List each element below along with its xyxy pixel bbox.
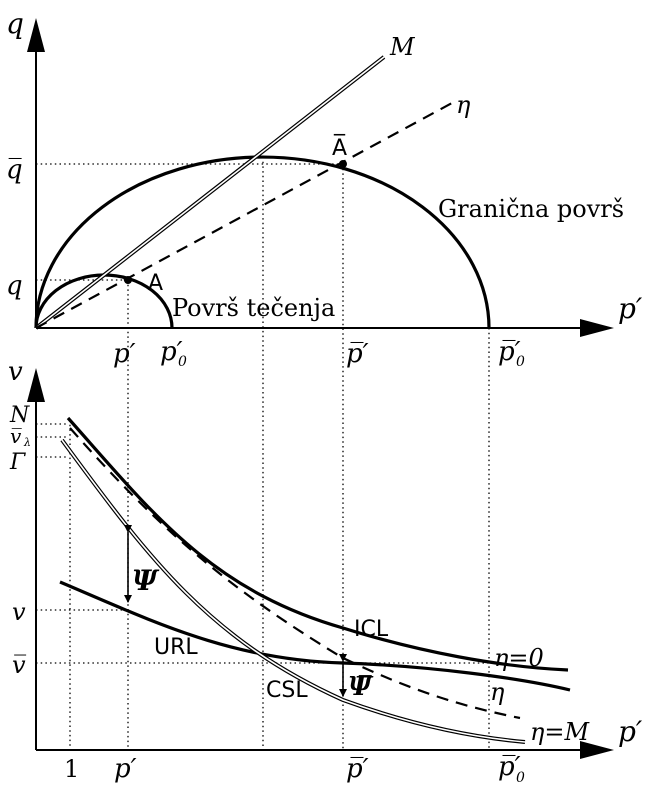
tick-p0-bar-top: p̅′ bbox=[498, 337, 521, 367]
eta-curve bbox=[69, 427, 521, 720]
icl-label: ICL bbox=[354, 617, 389, 642]
eta-label-bottom: η bbox=[490, 678, 505, 706]
icl-curve bbox=[66, 416, 569, 672]
psi-bar-label: Ψ̅ bbox=[348, 672, 374, 702]
boundary-surface-curve bbox=[34, 155, 491, 329]
bottom-v-axis-label: v bbox=[8, 357, 23, 387]
tick-v-lambda-sub: λ bbox=[23, 436, 31, 449]
yield-surface-label: Površ tečenja bbox=[172, 294, 335, 322]
tick-p0-bar-bottom: p̅′ bbox=[498, 752, 521, 782]
top-panel: q p′ M η A̅ A Granična površ Površ tečen… bbox=[6, 7, 643, 750]
tick-v: v bbox=[12, 598, 26, 626]
tick-p0-bar-bottom-sub: 0 bbox=[516, 770, 525, 786]
boundary-surface-label: Granična površ bbox=[438, 195, 624, 223]
eta-zero-label: η=0 bbox=[494, 644, 544, 672]
point-a-label: A bbox=[148, 271, 163, 296]
top-q-axis-label: q bbox=[6, 7, 24, 40]
tick-q-bar: q̅ bbox=[6, 155, 23, 185]
tick-p0-bar-top-sub: 0 bbox=[516, 354, 525, 370]
tick-p-bar-top: p̅′ bbox=[346, 339, 369, 369]
url-curve bbox=[59, 580, 571, 692]
tick-gamma: Γ bbox=[9, 450, 26, 475]
tick-v-lambda: v̅ bbox=[10, 424, 22, 448]
tick-p0-top: p′ bbox=[160, 337, 183, 367]
top-p-axis-label: p′ bbox=[618, 292, 643, 325]
top-q-axis-arrow bbox=[27, 18, 45, 52]
tick-p-bar-bottom: p̅′ bbox=[346, 754, 369, 784]
eta-m-label: η=M bbox=[530, 718, 590, 746]
tick-q: q bbox=[6, 271, 23, 301]
point-a-bar-label: A̅ bbox=[332, 134, 347, 161]
line-m-label: M bbox=[389, 33, 416, 61]
url-label: URL bbox=[154, 635, 198, 660]
top-p-axis-arrow bbox=[580, 319, 614, 337]
line-eta-label: η bbox=[456, 91, 471, 119]
csl-label: CSL bbox=[266, 678, 308, 703]
tick-n: N bbox=[9, 403, 30, 428]
bottom-v-axis-arrow bbox=[27, 368, 45, 402]
bottom-p-axis-arrow bbox=[580, 741, 614, 759]
point-a bbox=[124, 276, 132, 284]
tick-one: 1 bbox=[64, 755, 79, 783]
bottom-panel: v p′ N v̅ λ Γ v v̅ 1 p′ p̅′ p̅′ 0 Ψ Ψ̅ I… bbox=[8, 357, 643, 786]
tick-v-bar: v̅ bbox=[12, 651, 26, 679]
psi-label: Ψ bbox=[132, 564, 160, 597]
bottom-p-axis-label: p′ bbox=[618, 715, 643, 748]
tick-p0-top-sub: 0 bbox=[178, 354, 187, 370]
point-a-bar bbox=[339, 160, 347, 168]
tick-p-bottom: p′ bbox=[114, 754, 137, 784]
tick-p-top: p′ bbox=[113, 339, 136, 369]
